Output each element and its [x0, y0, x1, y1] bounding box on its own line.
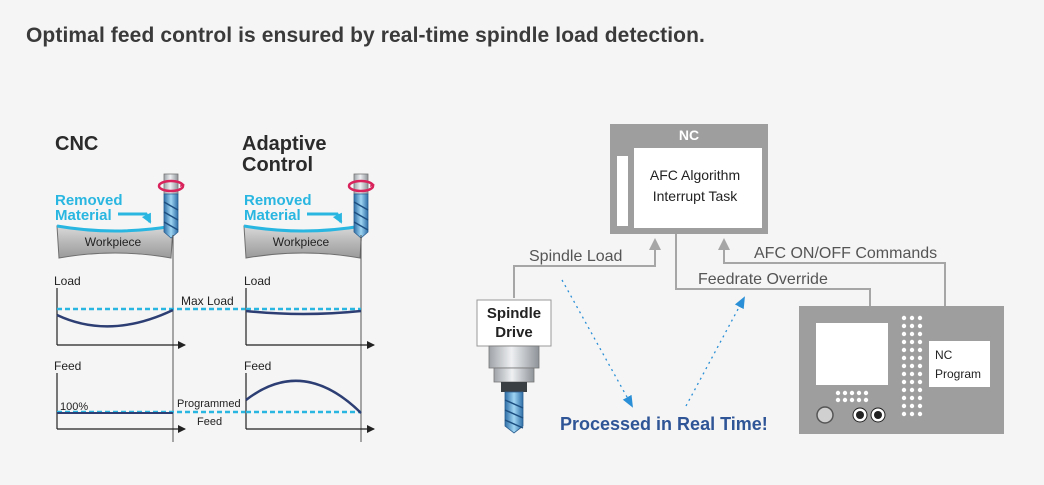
cnc-removed-label-2: Material — [55, 207, 112, 224]
nc-screen — [816, 323, 888, 385]
nc-side-slot — [617, 156, 628, 226]
cnc-programmed-label-1: Programmed — [177, 398, 241, 410]
cnc-max-load-label: Max Load — [181, 294, 234, 308]
cnc-title: CNC — [55, 133, 98, 155]
adaptive-feed-curve — [245, 379, 362, 414]
spindle-load-label: Spindle Load — [529, 248, 622, 265]
realtime-label: Processed in Real Time! — [560, 414, 768, 434]
cnc-feed-label: Feed — [54, 359, 81, 373]
spindle-drive-label-1: Spindle — [487, 305, 541, 322]
adaptive-load-curve — [245, 309, 362, 316]
spindle-tool-icon — [488, 345, 540, 434]
cnc-panel: CNC Removed Material Workpiece Load Max … — [54, 133, 245, 442]
adaptive-removed-material — [243, 224, 363, 233]
page-heading: Optimal feed control is ensured by real-… — [26, 24, 705, 47]
realtime-arrow-down — [561, 279, 633, 408]
cnc-load-curve — [56, 308, 174, 328]
cnc-workpiece-label: Workpiece — [85, 235, 142, 249]
nc-knob-icon — [816, 406, 834, 424]
adaptive-title-2: Control — [242, 154, 313, 176]
afc-commands-line — [718, 238, 946, 340]
spindle-drive-box — [476, 299, 552, 347]
cnc-removed-material — [56, 224, 174, 233]
adaptive-removed-label-2: Material — [244, 207, 301, 224]
nc-keypad — [835, 315, 923, 417]
afc-algorithm-box — [634, 148, 762, 228]
afc-algorithm-label-1: AFC Algorithm — [650, 167, 740, 183]
spindle-drive-label-2: Drive — [495, 324, 533, 341]
adaptive-title-1: Adaptive — [242, 133, 326, 155]
realtime-arrow-up — [685, 296, 745, 407]
adaptive-workpiece-label: Workpiece — [273, 235, 330, 249]
adaptive-load-label: Load — [244, 274, 271, 288]
adaptive-feed-label: Feed — [244, 359, 271, 373]
spindle-load-line — [513, 238, 661, 298]
nc-system: NC AFC Algorithm Interrupt Task Spindle … — [476, 124, 1004, 434]
adaptive-removed-arrow — [307, 212, 343, 224]
adaptive-panel: Adaptive Control Removed Material Workpi… — [242, 133, 375, 442]
afc-algorithm-label-2: Interrupt Task — [653, 188, 739, 204]
feedrate-override-label: Feedrate Override — [698, 271, 828, 288]
cnc-programmed-label-2: Feed — [197, 416, 222, 428]
cnc-tool-icon — [157, 173, 185, 239]
nc-buttons-icon — [852, 407, 886, 423]
adaptive-tool-icon — [347, 173, 375, 239]
cnc-removed-label-1: Removed — [55, 192, 123, 209]
cnc-percent-label: 100% — [60, 401, 88, 413]
cnc-removed-arrow — [118, 212, 152, 224]
cnc-load-label: Load — [54, 274, 81, 288]
nc-program-box — [929, 341, 990, 387]
adaptive-removed-label-1: Removed — [244, 192, 312, 209]
nc-title: NC — [679, 127, 699, 143]
nc-program-label-2: Program — [935, 367, 981, 381]
afc-commands-label: AFC ON/OFF Commands — [754, 245, 937, 262]
feedrate-override-line — [675, 234, 876, 320]
nc-program-label-1: NC — [935, 348, 953, 362]
